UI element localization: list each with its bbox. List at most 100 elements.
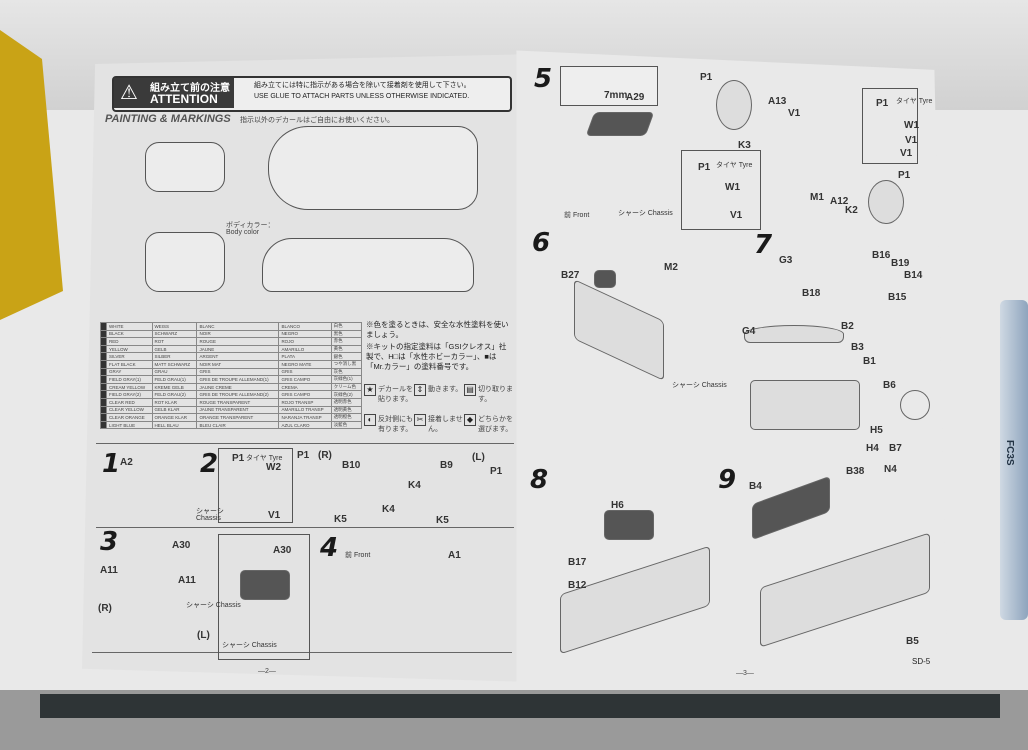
paint-cell: SILVER: [106, 352, 153, 361]
step-number-7: 7: [754, 230, 773, 260]
paint-cell: NARANJA TRANSP: [278, 413, 332, 422]
paint-cell: FELD GRAU(1): [151, 375, 198, 384]
paint-cell: AMARILLO: [278, 344, 332, 354]
paint-note-2: ※キットの指定塗料は「GSIクレオス」社製で、H□は「水性ホビーカラー」、■は「…: [366, 342, 507, 371]
decal-icon: ★: [364, 384, 376, 396]
paint-cell: AZUL CLARO: [278, 420, 332, 430]
part-label: 前 Front: [345, 552, 371, 559]
paint-cell: ORANGE KLAR: [151, 413, 198, 422]
part-label: A30: [273, 545, 292, 556]
car-top-view: [268, 126, 478, 210]
paint-cell: ROUGE TRANSPARENT: [196, 397, 280, 407]
part-b27: [594, 270, 616, 288]
paint-cell: GRIS DE TROUPE ALLEMAND(2): [196, 390, 280, 399]
step2-inset: [218, 448, 293, 523]
part-label: タイヤ Tyre: [716, 162, 753, 169]
part-label: N4: [884, 464, 897, 475]
paint-cell: クリーム色: [330, 382, 363, 392]
paint-row: FIELD GRAY(2)FELD GRAU(2)GRIS DE TROUPE …: [100, 390, 363, 399]
choose-icon: ◆: [464, 414, 476, 426]
dashboard-top: [744, 325, 844, 343]
part-label: B38: [846, 466, 865, 477]
paint-cell: GRIS CAMPO: [278, 390, 332, 399]
step5-tyre-inset-right: [862, 88, 918, 164]
part-label: B17: [568, 557, 587, 568]
legend-item: どちらかを選びます。: [478, 416, 513, 433]
steering-wheel: [900, 390, 930, 420]
part-label: H6: [611, 500, 624, 511]
glue-note-en: USE GLUE TO ATTACH PARTS UNLESS OTHERWIS…: [254, 93, 470, 100]
paint-cell: GELB KLAR: [151, 405, 198, 415]
manual-code: SD-5: [912, 657, 931, 666]
part-label: P1: [700, 72, 713, 83]
part-a29: [585, 112, 655, 136]
part-label: A1: [448, 550, 461, 561]
kit-box-text: FC3S: [1004, 440, 1015, 466]
attention-label: ⚠ 組み立て前の注意 ATTENTION: [114, 78, 234, 108]
paint-cell: 透明橙色: [330, 413, 363, 422]
paint-row: FIELD GRAY(1)FELD GRAU(1)GRIS DE TROUPE …: [100, 375, 363, 384]
table-edge: [40, 694, 1000, 718]
warning-icon: ⚠: [120, 82, 138, 104]
paint-cell: MATT SCHWARZ: [151, 359, 198, 369]
paint-cell: 灰緑色(2): [330, 390, 363, 399]
legend-item: 反対側にも有ります。: [378, 416, 413, 433]
body-color-jp: ボディカラー：: [226, 222, 275, 229]
paint-cell: CREAM YELLOW: [106, 382, 153, 392]
part-label: K5: [334, 514, 347, 525]
paint-cell: GRAU: [151, 367, 198, 377]
paint-cell: GRIS: [196, 367, 280, 377]
paint-cell: JAUNE CREME: [196, 382, 280, 392]
part-label: G3: [779, 255, 793, 266]
tyre-p1: [868, 180, 904, 224]
part-label: B4: [749, 481, 762, 492]
step5-inset: [560, 66, 658, 106]
paint-cell: BLACK: [106, 329, 153, 339]
legend-item: 接着しません。: [428, 416, 463, 433]
part-label: P1: [232, 453, 245, 464]
part-label: V1: [268, 510, 281, 521]
divider: [96, 443, 514, 444]
part-label: タイヤ Tyre: [246, 455, 283, 462]
part-label: B15: [888, 292, 907, 303]
tyre-p1: [716, 80, 752, 130]
paint-cell: 透明赤色: [330, 397, 363, 407]
part-label: W2: [266, 462, 281, 473]
part-label: (R): [318, 450, 332, 461]
part-label: M2: [664, 262, 678, 273]
part-label: A2: [120, 457, 133, 468]
part-a30: [240, 570, 290, 600]
paint-cell: WEISS: [151, 322, 198, 331]
part-label: A12: [830, 196, 849, 207]
cut-icon: ▤: [464, 384, 476, 396]
paint-cell: 黄色: [330, 344, 363, 354]
decal-note: 指示以外のデカールはご自由にお使いください。: [240, 117, 394, 124]
attention-jp: 組み立て前の注意: [150, 83, 230, 94]
glue-note-jp: 組み立てには特に指示がある場合を除いて接着剤を使用して下さい。: [254, 82, 471, 89]
part-label: H5: [870, 425, 883, 436]
paint-cell: ROT KLAR: [151, 397, 198, 407]
paint-cell: FLAT BLACK: [106, 359, 153, 369]
paint-cell: ROUGE: [196, 337, 280, 346]
part-label: B5: [906, 636, 919, 647]
part-label: A30: [172, 540, 191, 551]
part-label: B18: [802, 288, 821, 299]
paint-cell: 黒色: [330, 329, 363, 339]
part-label: K3: [738, 140, 751, 151]
paint-cell: つや消し黒: [330, 359, 363, 369]
legend-item: 切り取ります。: [478, 386, 513, 403]
paint-cell: 淡藍色: [330, 420, 363, 430]
part-label: B27: [561, 270, 580, 281]
part-label: M1: [810, 192, 824, 203]
part-label: H4: [866, 443, 879, 454]
paint-cell: WHITE: [106, 322, 153, 331]
divider: [96, 527, 514, 528]
paint-cell: NEGRO: [278, 329, 332, 339]
part-label: B16: [872, 250, 891, 261]
